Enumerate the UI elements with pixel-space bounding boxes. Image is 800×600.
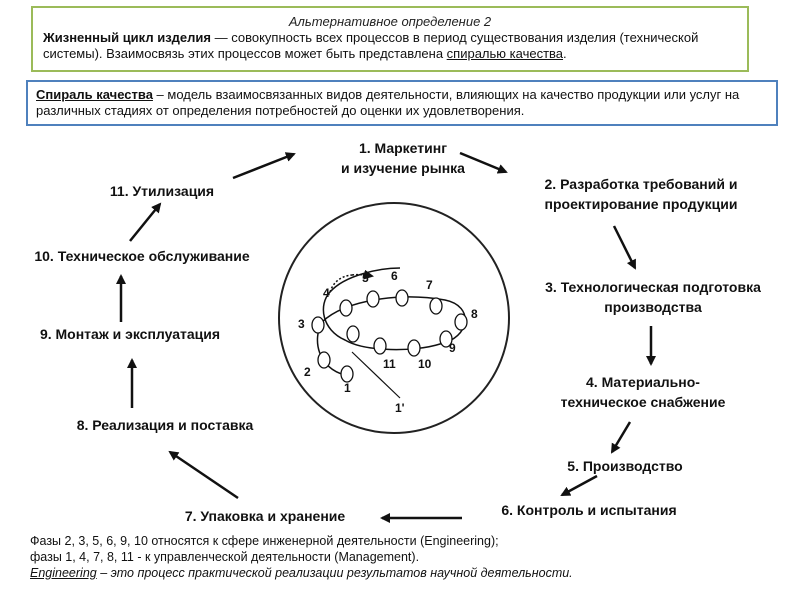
spiral-label-1: 1 xyxy=(344,381,351,395)
spiral-circle xyxy=(278,202,510,434)
spiral-node-labels: 1 2 3 4 5 6 7 8 9 10 11 1' xyxy=(298,269,478,415)
spiral-node-1 xyxy=(340,365,354,383)
spiral-label-1prime: 1' xyxy=(395,401,405,415)
stage-2-line1: 2. Разработка требований и xyxy=(544,176,738,192)
definition-term: Жизненный цикл изделия xyxy=(43,30,211,45)
spiral-label-8: 8 xyxy=(471,307,478,321)
spiral-label-10: 10 xyxy=(418,357,432,371)
spiral-label-4: 4 xyxy=(323,286,330,300)
spiral-label-5: 5 xyxy=(362,271,369,285)
stage-2-line2: проектирование продукции xyxy=(544,196,738,212)
stage-7: 7. Упаковка и хранение xyxy=(184,508,346,524)
arrow-1-to-2 xyxy=(459,151,508,174)
spiral-label-2: 2 xyxy=(304,365,311,379)
footer-engineering-def: – это процесс практической реализации ре… xyxy=(96,566,573,580)
spiral-node-5 xyxy=(366,290,380,308)
pointer-1prime xyxy=(351,351,401,399)
spiral-nodes xyxy=(311,289,468,383)
footer-line-1: Фазы 2, 3, 5, 6, 9, 10 относятся к сфере… xyxy=(30,534,499,548)
spiral-node-9 xyxy=(439,330,453,348)
stage-3-line2: производства xyxy=(604,299,702,315)
stage-4-line1: 4. Материально- xyxy=(586,374,700,390)
stage-5: 5. Производство xyxy=(567,458,683,474)
spiral-node-4 xyxy=(339,299,353,317)
cycle-arrows xyxy=(116,151,656,523)
spiral-dotted-arrow xyxy=(351,269,374,280)
spiral-term: Спираль качества xyxy=(36,87,153,102)
spiral-label-11: 11 xyxy=(383,357,396,371)
spiral-label-3: 3 xyxy=(298,317,305,331)
spiral-link-text: спиралью качества xyxy=(446,46,564,61)
footer-engineering: Engineering xyxy=(30,566,97,580)
spiral-definition-text: – модель взаимосвязанных видов деятельно… xyxy=(36,87,740,118)
footer-line-3: Engineering – это процесс практической р… xyxy=(30,565,573,581)
arrow-7-to-8 xyxy=(168,450,239,500)
arrow-4-to-5 xyxy=(610,421,632,454)
spiral-node-10 xyxy=(407,339,421,357)
stage-1-line1: 1. Маркетинг xyxy=(358,140,448,156)
stage-4-line2: техническое снабжение xyxy=(560,394,726,410)
spiral-node-3 xyxy=(311,316,325,334)
stage-10: 10. Техническое обслуживание xyxy=(34,248,250,264)
spiral-node-2 xyxy=(317,351,331,369)
stage-9: 9. Монтаж и эксплуатация xyxy=(39,326,221,342)
spiral-label-6: 6 xyxy=(391,269,398,283)
definition-text: Жизненный цикл изделия — совокупность вс… xyxy=(43,30,737,62)
spiral-label-7: 7 xyxy=(426,278,433,292)
spiral-dotted-end xyxy=(329,274,353,293)
spiral-node-6 xyxy=(395,289,409,307)
stage-3-line1: 3. Технологическая подготовка xyxy=(545,279,761,295)
arrow-5-to-6 xyxy=(560,474,598,497)
footer-line-2: фазы 1, 4, 7, 8, 11 - к управленческой д… xyxy=(30,550,420,564)
definition-subtitle: Альтернативное определение 2 xyxy=(288,14,492,29)
spiral-label-9: 9 xyxy=(449,341,456,355)
stage-8: 8. Реализация и поставка xyxy=(76,417,254,433)
spiral-node-8 xyxy=(454,313,468,331)
spiral-definition-box: Спираль качества – модель взаимосвязанны… xyxy=(26,80,778,126)
arrow-11-to-1 xyxy=(232,152,296,180)
spiral-node-7 xyxy=(429,297,443,315)
footer-notes: Фазы 2, 3, 5, 6, 9, 10 относятся к сфере… xyxy=(30,533,573,581)
definition-box-2: Альтернативное определение 2 Жизненный ц… xyxy=(31,6,749,72)
definition-end: . xyxy=(563,46,567,61)
stage-11: 11. Утилизация xyxy=(109,183,215,199)
spiral-node-12 xyxy=(346,325,360,343)
stage-1-line2: и изучение рынка xyxy=(341,160,465,176)
arrow-10-to-11 xyxy=(129,202,162,242)
spiral-node-11 xyxy=(373,337,387,355)
stage-6: 6. Контроль и испытания xyxy=(501,502,677,518)
definition-body: — совокупность всех процессов в период с… xyxy=(43,30,699,61)
arrow-2-to-3 xyxy=(612,225,637,270)
